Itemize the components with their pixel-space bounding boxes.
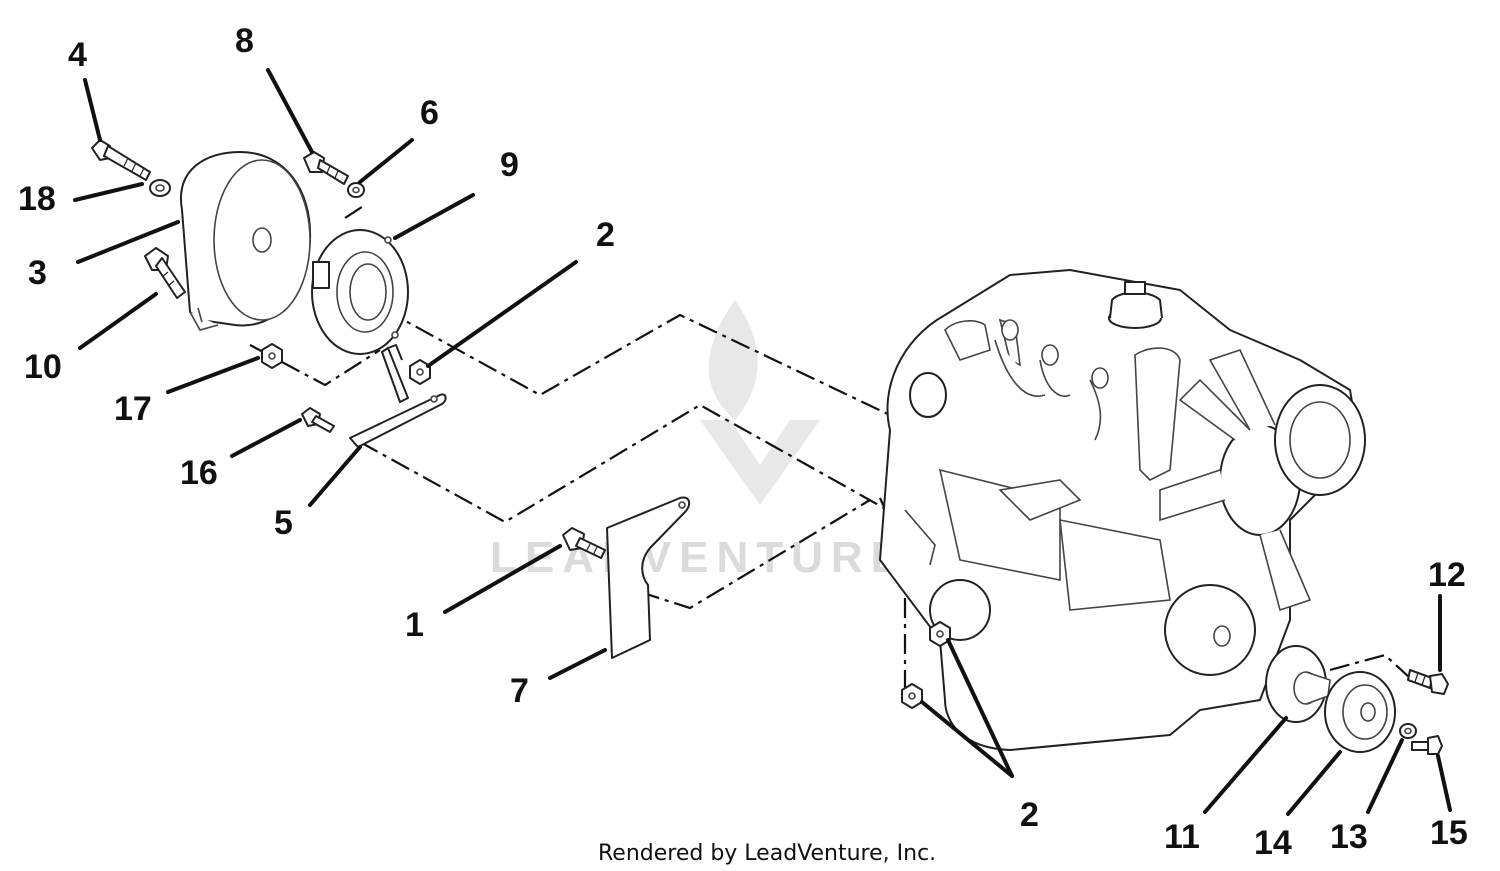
callout-9: 9 — [500, 146, 519, 184]
part-pulley-disc — [1324, 671, 1396, 753]
leader-6 — [358, 138, 414, 184]
leader-lines — [73, 68, 1452, 816]
callout-15: 15 — [1430, 814, 1468, 852]
callout-labels: 4 18 3 10 17 16 5 1 7 8 6 9 2 2 12 11 14… — [18, 22, 1468, 862]
part-washer-18 — [149, 179, 171, 197]
alignment-line-bracket — [359, 403, 951, 546]
callout-4: 4 — [68, 36, 87, 74]
callout-7: 7 — [510, 672, 529, 710]
leader-18 — [73, 182, 144, 202]
render-credit: Rendered by LeadVenture, Inc. — [598, 841, 936, 866]
callout-8: 8 — [235, 22, 254, 60]
leader-10 — [78, 292, 158, 350]
watermark-text: LEADVENTURE — [490, 533, 908, 582]
leader-4 — [83, 78, 102, 142]
leader-16 — [230, 418, 302, 458]
part-bolt-12 — [1407, 669, 1449, 695]
part-bolt-10 — [144, 247, 186, 299]
callout-6: 6 — [420, 94, 439, 132]
part-clutch-cover — [179, 151, 312, 331]
leader-1 — [443, 544, 562, 614]
callout-2-upper: 2 — [596, 216, 615, 254]
callout-13: 13 — [1330, 818, 1368, 856]
part-bolt-1 — [562, 527, 606, 559]
leader-14 — [1286, 750, 1342, 816]
callout-14: 14 — [1254, 824, 1292, 862]
leader-3 — [76, 220, 180, 264]
part-long-bolt — [91, 139, 151, 181]
part-shield-plate — [606, 496, 691, 659]
watermark-v-icon — [700, 420, 820, 505]
callout-11: 11 — [1164, 818, 1200, 856]
part-washer-6 — [347, 182, 365, 198]
leader-5 — [308, 445, 362, 507]
part-clutch-plate — [311, 229, 409, 355]
part-engine — [879, 269, 1366, 751]
callout-18: 18 — [18, 180, 56, 218]
leader-2-upper — [426, 260, 578, 368]
leader-13 — [1366, 738, 1404, 814]
part-nut-17 — [261, 343, 283, 369]
callout-17: 17 — [114, 390, 152, 428]
part-screw-16 — [301, 407, 335, 433]
callout-5: 5 — [274, 504, 293, 542]
part-nut-2-lower-b — [901, 683, 923, 709]
part-bracket — [349, 344, 447, 448]
callout-16: 16 — [180, 454, 218, 492]
alignment-line-washer — [344, 204, 366, 219]
leader-11 — [1203, 716, 1288, 814]
callout-12: 12 — [1428, 556, 1466, 594]
callout-1: 1 — [405, 606, 424, 644]
part-nut-2-upper — [409, 359, 431, 385]
alignment-line-shield — [639, 499, 871, 610]
part-washer-13 — [1399, 723, 1417, 739]
callout-3: 3 — [28, 254, 47, 292]
leader-9 — [393, 193, 475, 240]
alignment-line-hub — [1329, 653, 1411, 679]
part-hub-flange — [1265, 645, 1331, 723]
callout-2-lower: 2 — [1020, 796, 1039, 834]
callout-10: 10 — [24, 348, 62, 386]
part-bolt-8 — [303, 151, 349, 185]
leader-2-lower-b — [920, 700, 1014, 778]
watermark-flame-icon — [708, 300, 758, 420]
leader-8 — [266, 68, 314, 154]
part-bolt-15 — [1411, 735, 1443, 755]
leader-2-lower-a — [946, 638, 1014, 778]
leadventure-watermark: LEADVENTURE — [490, 300, 908, 582]
leader-15 — [1436, 754, 1452, 812]
leader-7 — [548, 648, 607, 680]
leader-17 — [166, 356, 260, 394]
